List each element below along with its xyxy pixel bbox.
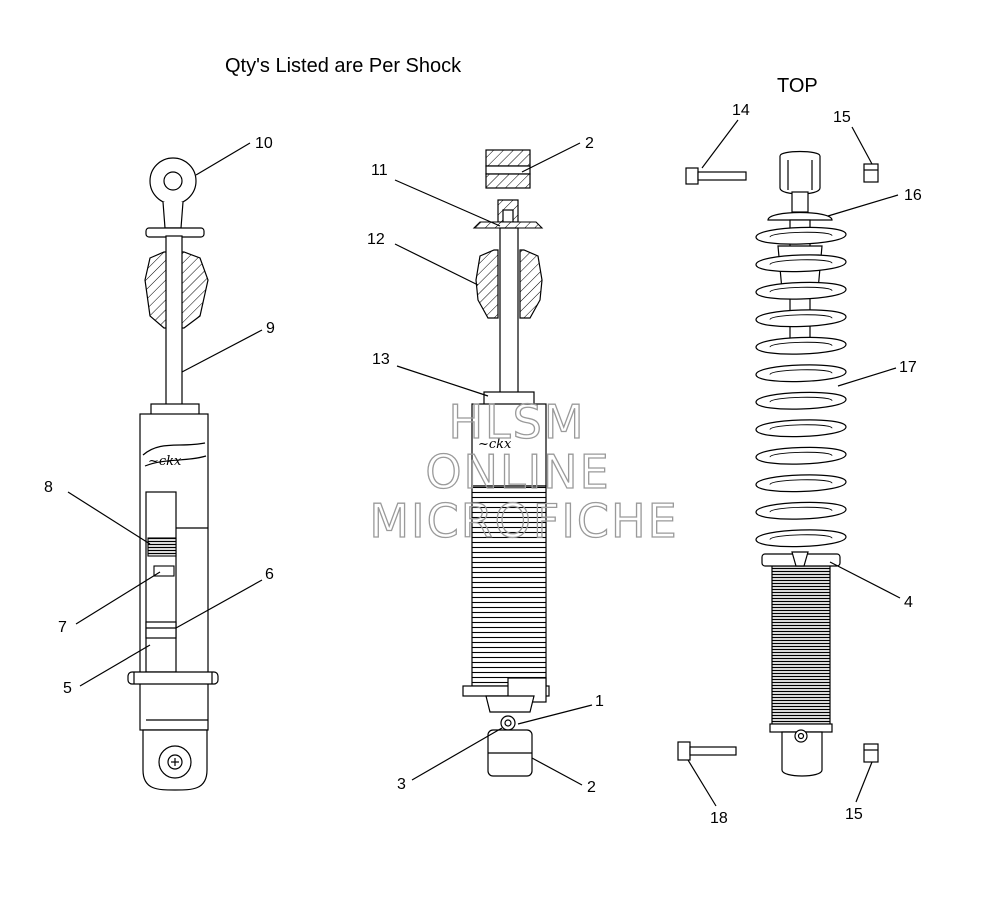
callout-17: 17 xyxy=(899,359,917,376)
callout-6: 6 xyxy=(265,566,274,583)
callout-9: 9 xyxy=(266,320,275,337)
callout-18: 18 xyxy=(710,810,728,827)
spring-coil xyxy=(755,446,847,465)
callout-15-top: 15 xyxy=(833,109,851,126)
bushing-sleeve xyxy=(485,165,531,175)
coil-spring xyxy=(755,226,847,548)
callout-10: 10 xyxy=(255,135,273,152)
qty-note: Qty's Listed are Per Shock xyxy=(225,55,462,77)
spring-coil xyxy=(755,336,847,355)
callout-1: 1 xyxy=(595,693,604,710)
lower-nut xyxy=(863,743,879,763)
watermark-line1: HLSM xyxy=(448,395,585,449)
decal-script: ~ckx xyxy=(148,454,182,469)
middle-shaft xyxy=(499,227,519,397)
upper-bolt-head xyxy=(685,167,699,185)
callout-11: 11 xyxy=(371,162,388,179)
spring-coil xyxy=(755,391,847,410)
spring-coil xyxy=(755,419,847,438)
washer xyxy=(472,221,544,229)
eyelet-neck xyxy=(162,201,184,229)
spring-coil xyxy=(755,501,847,520)
spring-coil xyxy=(755,364,847,383)
spring-coil xyxy=(755,529,847,548)
spring-coil xyxy=(755,226,847,245)
spring-coil xyxy=(755,309,847,328)
middle-body-upper xyxy=(471,403,547,487)
upper-spring-seat-right xyxy=(767,211,833,221)
piston xyxy=(147,537,177,557)
callout-4: 4 xyxy=(904,594,913,611)
bump-stop-left xyxy=(475,249,499,319)
lower-eye-neck xyxy=(485,695,535,713)
cutaway-window xyxy=(145,491,177,673)
callout-13: 13 xyxy=(372,351,390,368)
svg-text:~ckx: ~ckx xyxy=(478,437,512,452)
eyelet-bushing xyxy=(163,171,183,191)
spring-coil xyxy=(755,254,847,273)
callout-12: 12 xyxy=(367,231,385,248)
lower-spring-seat xyxy=(127,671,219,685)
floating-piston xyxy=(145,621,177,639)
callout-3: 3 xyxy=(397,776,406,793)
callout-2-top: 2 xyxy=(585,135,594,152)
lower-bolt-head xyxy=(677,741,691,761)
watermark-line3: MICROFICHE xyxy=(369,494,678,548)
valve-stack xyxy=(153,565,175,577)
spring-coil xyxy=(755,281,847,300)
callout-16: 16 xyxy=(904,187,922,204)
left-shock-assembly: ~ckx xyxy=(127,157,219,791)
shaft xyxy=(165,235,183,409)
upper-eye xyxy=(779,150,821,195)
callout-8: 8 xyxy=(44,479,53,496)
callout-2-bottom: 2 xyxy=(587,779,596,796)
threaded-body xyxy=(471,485,547,687)
lower-bolt-shank xyxy=(689,746,737,756)
callout-7: 7 xyxy=(58,619,67,636)
right-lower-eye xyxy=(781,731,823,777)
body-decal xyxy=(142,442,207,467)
bump-stop-right xyxy=(519,249,543,319)
middle-shock-assembly: ~ckx xyxy=(462,149,550,777)
spring-coil xyxy=(755,474,847,493)
top-label: TOP xyxy=(777,75,818,97)
upper-nut xyxy=(863,163,879,183)
callout-5: 5 xyxy=(63,680,72,697)
upper-bushing xyxy=(485,149,531,167)
callout-15-bottom: 15 xyxy=(845,806,863,823)
upper-bushing-lower xyxy=(485,173,531,189)
watermark-line2: ONLINE xyxy=(425,445,610,499)
upper-bolt-shank xyxy=(697,171,747,181)
right-shock-assembly xyxy=(677,150,879,777)
callout-14: 14 xyxy=(732,102,750,119)
right-threaded-body xyxy=(771,565,831,725)
